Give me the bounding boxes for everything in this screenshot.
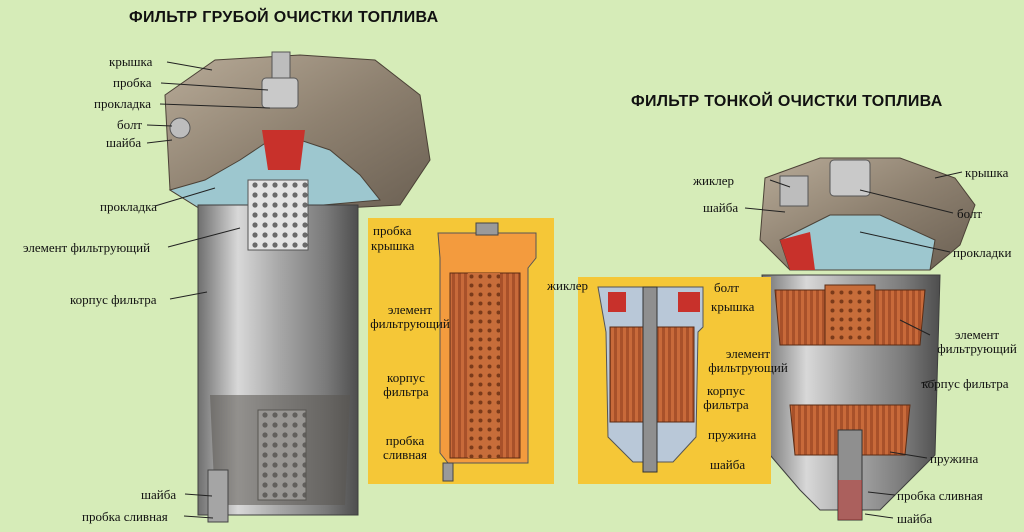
coarse-label-washer-bottom: шайба	[141, 487, 177, 502]
fine-inset-label-body: корпус фильтра	[703, 383, 749, 412]
fine-inset-label-spring: пружина	[708, 427, 757, 442]
fine-label-cover: крышка	[965, 165, 1009, 180]
coarse-label-element: элемент фильтрующий	[23, 240, 151, 255]
fine-label-bolt: болт	[957, 206, 983, 221]
fine-label-gaskets: прокладки	[953, 245, 1012, 260]
coarse-inset-label-body: корпус фильтра	[383, 370, 429, 399]
fine-inset-label-element: элемент фильтрующий	[708, 346, 788, 375]
coarse-section-svg	[437, 222, 537, 482]
coarse-inset-label-plug: пробка	[373, 223, 412, 238]
coarse-filter-title: ФИЛЬТР ГРУБОЙ ОЧИСТКИ ТОПЛИВА	[129, 9, 439, 26]
fine-leader-lines	[744, 171, 963, 519]
fine-filter-drawing	[759, 157, 976, 521]
fine-inset-label-cover: крышка	[711, 299, 755, 314]
coarse-section-inset	[368, 218, 554, 484]
fine-section-inset	[578, 277, 771, 484]
fine-label-spring: пружина	[930, 451, 979, 466]
coarse-leader-lines	[146, 61, 271, 519]
fine-inset-label-jet: жиклер	[547, 278, 589, 293]
coarse-label-drain-plug: пробка сливная	[82, 509, 168, 524]
fine-label-washer-bottom: шайба	[897, 511, 933, 526]
fine-label-drain-plug: пробка сливная	[897, 488, 983, 503]
fine-label-washer-top: шайба	[703, 200, 739, 215]
coarse-label-washer-top: шайба	[106, 135, 142, 150]
coarse-inset-label-drain: пробка сливная	[382, 433, 428, 462]
fine-label-element: элемент фильтрующий	[937, 327, 1017, 356]
fine-label-body: корпус фильтра	[922, 376, 1009, 391]
coarse-label-gasket-top: прокладка	[94, 96, 152, 111]
fine-label-jet: жиклер	[693, 173, 735, 188]
coarse-label-bolt: болт	[117, 117, 143, 132]
coarse-inset-label-cover: крышка	[371, 238, 415, 253]
fine-section-svg	[597, 286, 704, 473]
fine-filter-title: ФИЛЬТР ТОНКОЙ ОЧИСТКИ ТОПЛИВА	[631, 93, 943, 110]
fine-inset-label-washer: шайба	[710, 457, 746, 472]
coarse-label-gasket: прокладка	[100, 199, 158, 214]
coarse-label-cover: крышка	[109, 54, 153, 69]
coarse-label-plug: пробка	[113, 75, 152, 90]
coarse-label-body: корпус фильтра	[70, 292, 157, 307]
coarse-inset-label-element: элемент фильтрующий	[370, 302, 450, 331]
coarse-filter-drawing	[164, 51, 431, 523]
fine-inset-label-bolt: болт	[714, 280, 740, 295]
